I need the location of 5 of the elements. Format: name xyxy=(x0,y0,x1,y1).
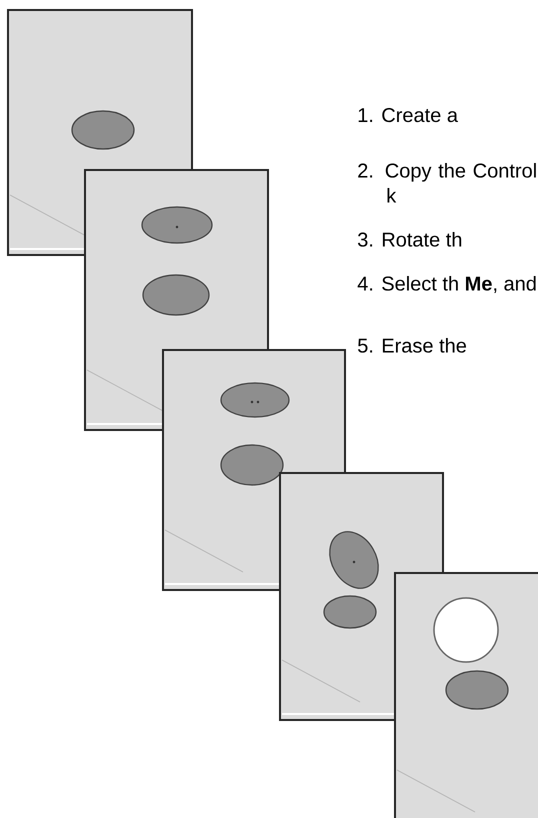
step-text: 4. Select th Me, and xyxy=(358,276,536,294)
step-text: 1. Create a xyxy=(358,108,458,122)
step-text: 3. Rotate th xyxy=(358,232,462,247)
step-text: 2. Copy the Control k xyxy=(358,163,536,202)
step-text: 5. Erase the xyxy=(358,338,466,353)
